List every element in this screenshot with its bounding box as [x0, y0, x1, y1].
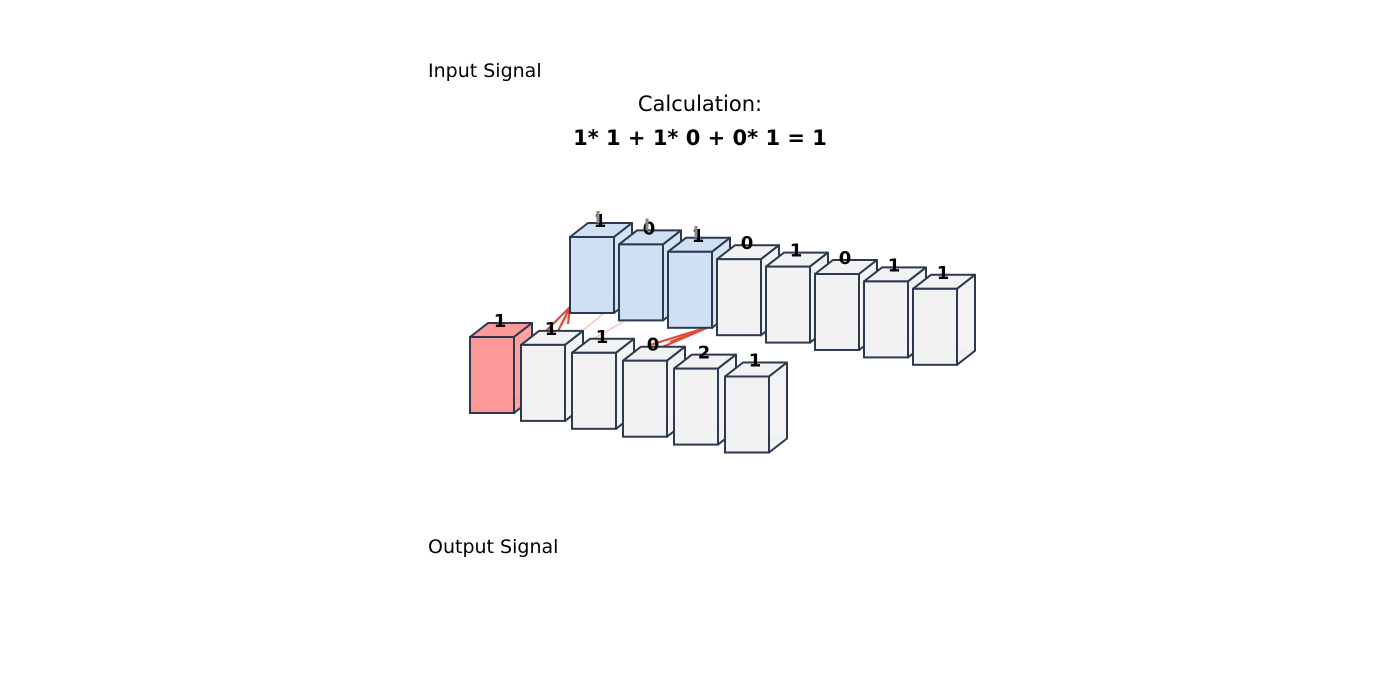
- box-front-face: [724, 375, 770, 454]
- output-signal-row: 1 1 1 0 2 1: [469, 311, 788, 454]
- box-front-face: [863, 280, 909, 359]
- box-front-face: [469, 336, 515, 414]
- box-value-label: 0: [643, 218, 656, 239]
- output-signal-label: Output Signal: [428, 536, 559, 558]
- box-value-label: 0: [741, 233, 754, 254]
- box-value-label: 1: [888, 255, 901, 276]
- box-front-face: [569, 236, 615, 314]
- output-cell-5: 1: [724, 351, 788, 454]
- calculation-formula: 1* 1 + 1* 0 + 0* 1 = 1: [573, 126, 827, 150]
- box-front-face: [765, 265, 811, 344]
- box-front-face: [912, 287, 958, 366]
- box-value-label: 1: [790, 241, 803, 262]
- box-value-label: 1: [937, 263, 950, 284]
- box-value-label: 1: [692, 226, 705, 247]
- box-value-label: 1: [545, 319, 558, 340]
- output-cell-4: 2: [673, 343, 737, 446]
- input-signal-label: Input Signal: [428, 60, 542, 82]
- box-front-face: [814, 273, 860, 351]
- input-signal-row: 1 0 1 0 1 0 1 1: [569, 211, 976, 366]
- box-value-label: 1: [749, 351, 762, 372]
- box-value-label: 0: [647, 335, 660, 356]
- box-front-face: [571, 351, 617, 430]
- box-front-face: [520, 343, 566, 422]
- input-cell-7: 1: [912, 263, 976, 366]
- box-value-label: 2: [698, 343, 711, 364]
- box-value-label: 1: [494, 311, 507, 332]
- box-front-face: [667, 250, 713, 329]
- calculation-title: Calculation:: [637, 92, 763, 116]
- box-front-face: [673, 367, 719, 446]
- box-front-face: [618, 243, 664, 322]
- box-value-label: 1: [596, 327, 609, 348]
- box-front-face: [622, 359, 668, 438]
- box-side-face: [956, 273, 976, 366]
- box-side-face: [768, 361, 788, 454]
- box-value-label: 0: [839, 248, 852, 269]
- box-front-face: [716, 258, 762, 337]
- output-cell-2: 1: [571, 327, 635, 430]
- box-value-label: 1: [594, 211, 607, 232]
